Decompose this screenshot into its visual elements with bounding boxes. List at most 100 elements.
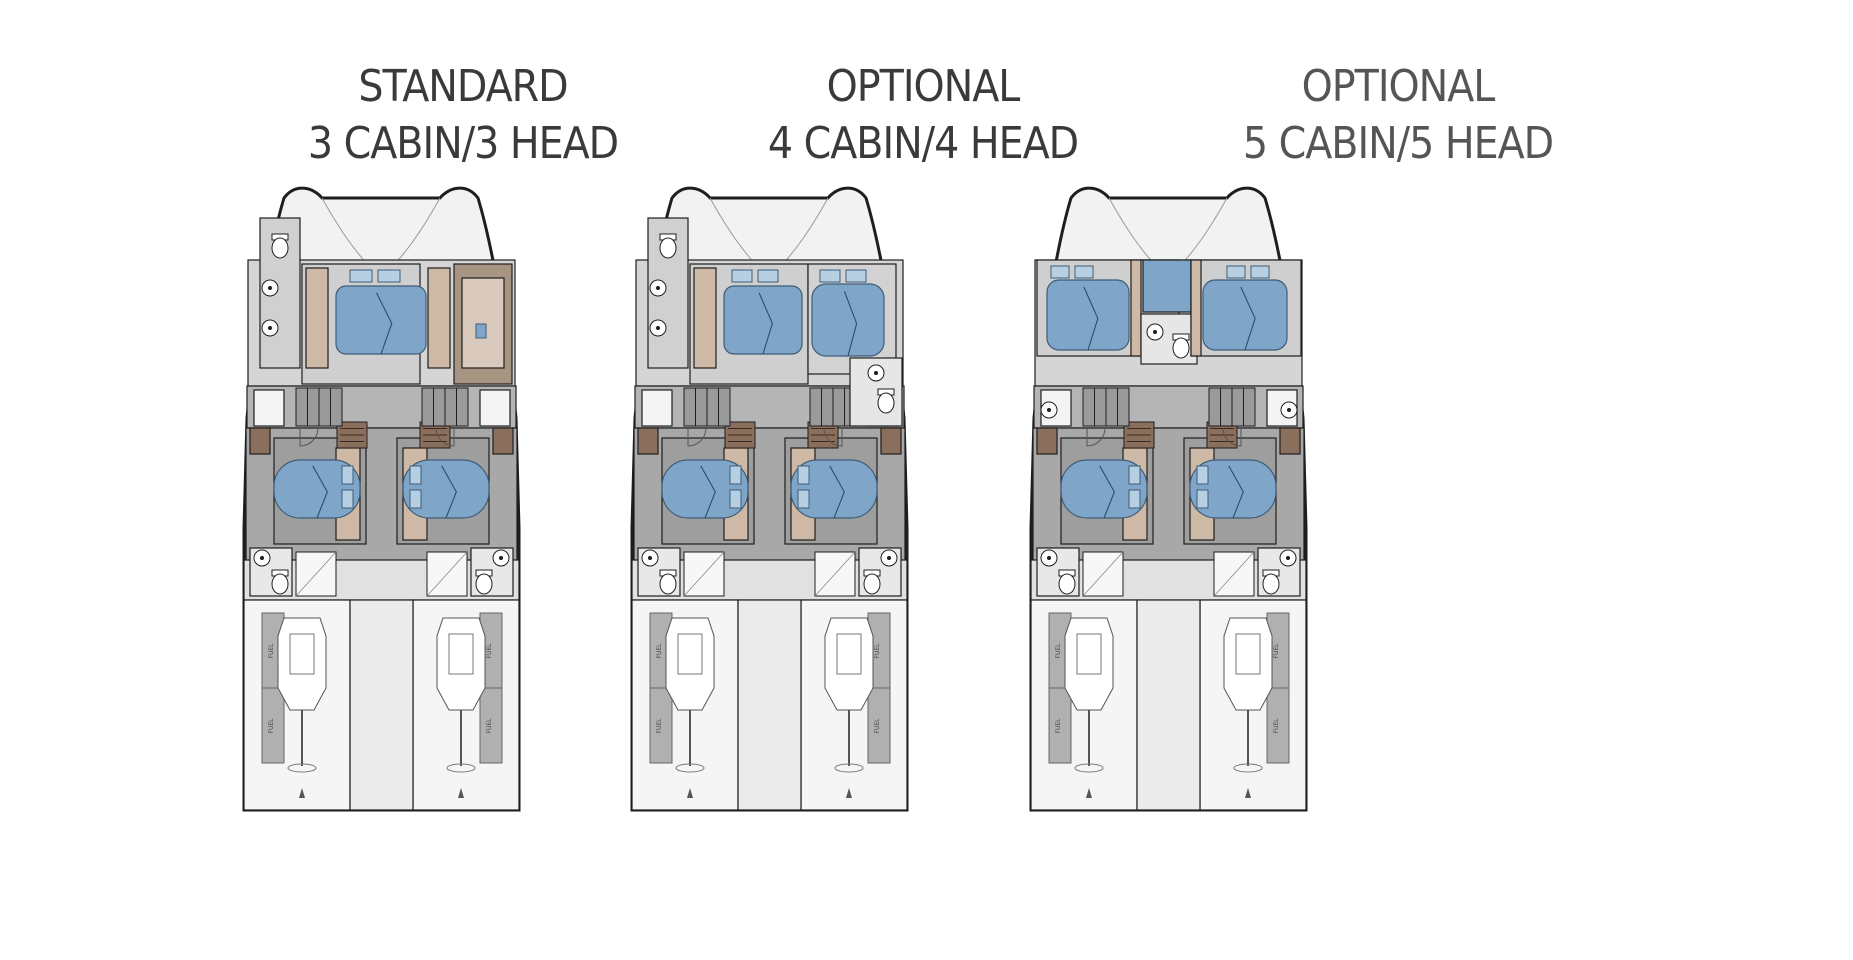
aft-port-shower bbox=[683, 551, 725, 597]
aft-starboard-door bbox=[1222, 427, 1242, 447]
arrow-icon bbox=[687, 788, 693, 798]
corridor-starboard-sink bbox=[1280, 401, 1298, 419]
fuel-label: FUEL bbox=[268, 718, 275, 734]
aft-starboard-bed bbox=[1189, 459, 1277, 519]
aft-port-toilet bbox=[271, 569, 289, 595]
duvet-fold bbox=[1099, 465, 1115, 519]
storage-shelves bbox=[461, 277, 505, 369]
drain bbox=[656, 286, 660, 290]
port-engine bbox=[665, 617, 715, 798]
engine-head bbox=[677, 633, 703, 675]
pillow bbox=[797, 489, 810, 509]
engine-head bbox=[836, 633, 862, 675]
forward-toilet bbox=[271, 233, 289, 259]
engine-head bbox=[448, 633, 474, 675]
layout-title-five-cabin: OPTIONAL 5 CABIN/5 HEAD bbox=[1188, 58, 1608, 172]
master-bed bbox=[723, 285, 803, 355]
pillow bbox=[1074, 265, 1094, 279]
starboard-stairs bbox=[421, 387, 469, 427]
aft-port-shower bbox=[295, 551, 337, 597]
duvet-fold bbox=[1083, 286, 1099, 351]
forward-sink-2 bbox=[261, 319, 279, 337]
duvet-fold bbox=[700, 465, 716, 519]
starboard-engine bbox=[1223, 617, 1273, 798]
shower-line bbox=[1213, 551, 1255, 597]
mattress bbox=[335, 285, 427, 355]
engine-block bbox=[436, 617, 486, 711]
forward-port-pillows bbox=[1050, 265, 1094, 279]
drain bbox=[499, 556, 503, 560]
aft-port-locker bbox=[249, 427, 271, 455]
corridor-band bbox=[1033, 385, 1304, 429]
shower-line bbox=[1082, 551, 1124, 597]
fuel-label: FUEL bbox=[1273, 718, 1280, 734]
fuel-label: FUEL bbox=[656, 718, 663, 734]
drain bbox=[1286, 556, 1290, 560]
forward-port-bed bbox=[1046, 279, 1130, 351]
aft-port-door bbox=[1086, 427, 1106, 447]
title-line-1: OPTIONAL bbox=[826, 61, 1021, 112]
aft-starboard-sink bbox=[880, 549, 898, 567]
title-line-1: STANDARD bbox=[358, 61, 568, 112]
starboard-divider bbox=[1190, 259, 1202, 357]
port-engine bbox=[1064, 617, 1114, 798]
title-line-2: 5 CABIN/5 HEAD bbox=[1242, 118, 1554, 169]
port-corridor-shower bbox=[253, 389, 285, 427]
drain bbox=[874, 371, 878, 375]
title-line-2: 4 CABIN/4 HEAD bbox=[767, 118, 1079, 169]
toilet-bowl bbox=[1058, 573, 1076, 595]
engine-head bbox=[289, 633, 315, 675]
arrow-icon bbox=[1245, 788, 1251, 798]
shower-line bbox=[295, 551, 337, 597]
forward-toilet bbox=[659, 233, 677, 259]
aft-starboard-locker bbox=[492, 427, 514, 455]
port-stairs bbox=[683, 387, 731, 427]
aft-starboard-bed bbox=[790, 459, 878, 519]
drain bbox=[260, 556, 264, 560]
starboard-engine bbox=[436, 617, 486, 798]
duvet-fold bbox=[1228, 465, 1244, 519]
pillow bbox=[1196, 489, 1209, 509]
forward-starboard-bed bbox=[1202, 279, 1288, 351]
aft-starboard-pillows bbox=[797, 465, 810, 509]
master-pillows bbox=[349, 269, 401, 283]
duvet-fold bbox=[312, 465, 328, 519]
master-counter-port bbox=[305, 267, 329, 369]
propeller bbox=[1074, 763, 1104, 773]
forward-starboard-pillows bbox=[1226, 265, 1270, 279]
master-counter-stbd bbox=[427, 267, 451, 369]
aft-starboard-locker bbox=[880, 427, 902, 455]
mattress bbox=[723, 285, 803, 355]
aft-port-door bbox=[299, 427, 319, 447]
starboard-stairs bbox=[809, 387, 857, 427]
aft-port-sink bbox=[253, 549, 271, 567]
aft-port-pillows bbox=[1128, 465, 1141, 509]
aft-starboard-bed bbox=[402, 459, 490, 519]
drain bbox=[1047, 556, 1051, 560]
duvet-fold bbox=[829, 465, 845, 519]
drain bbox=[268, 286, 272, 290]
master-counter-port bbox=[693, 267, 717, 369]
aft-starboard-locker bbox=[1279, 427, 1301, 455]
aft-port-door bbox=[687, 427, 707, 447]
engine-block bbox=[277, 617, 327, 711]
pillow bbox=[845, 269, 867, 283]
layout-title-standard: STANDARD 3 CABIN/3 HEAD bbox=[253, 58, 673, 172]
aft-starboard-sink bbox=[492, 549, 510, 567]
bow-cabin-bed bbox=[1142, 259, 1192, 313]
starboard-stairs bbox=[1208, 387, 1256, 427]
shower-line bbox=[683, 551, 725, 597]
starboard-corridor-shower bbox=[479, 389, 511, 427]
arrow-icon bbox=[299, 788, 305, 798]
drain bbox=[1153, 330, 1157, 334]
pillow bbox=[757, 269, 779, 283]
port-stairs bbox=[295, 387, 343, 427]
fuel-label: FUEL bbox=[486, 718, 493, 734]
pillow bbox=[729, 465, 742, 485]
toilet-bowl bbox=[1262, 573, 1280, 595]
toilet-bowl bbox=[863, 573, 881, 595]
drain bbox=[268, 326, 272, 330]
